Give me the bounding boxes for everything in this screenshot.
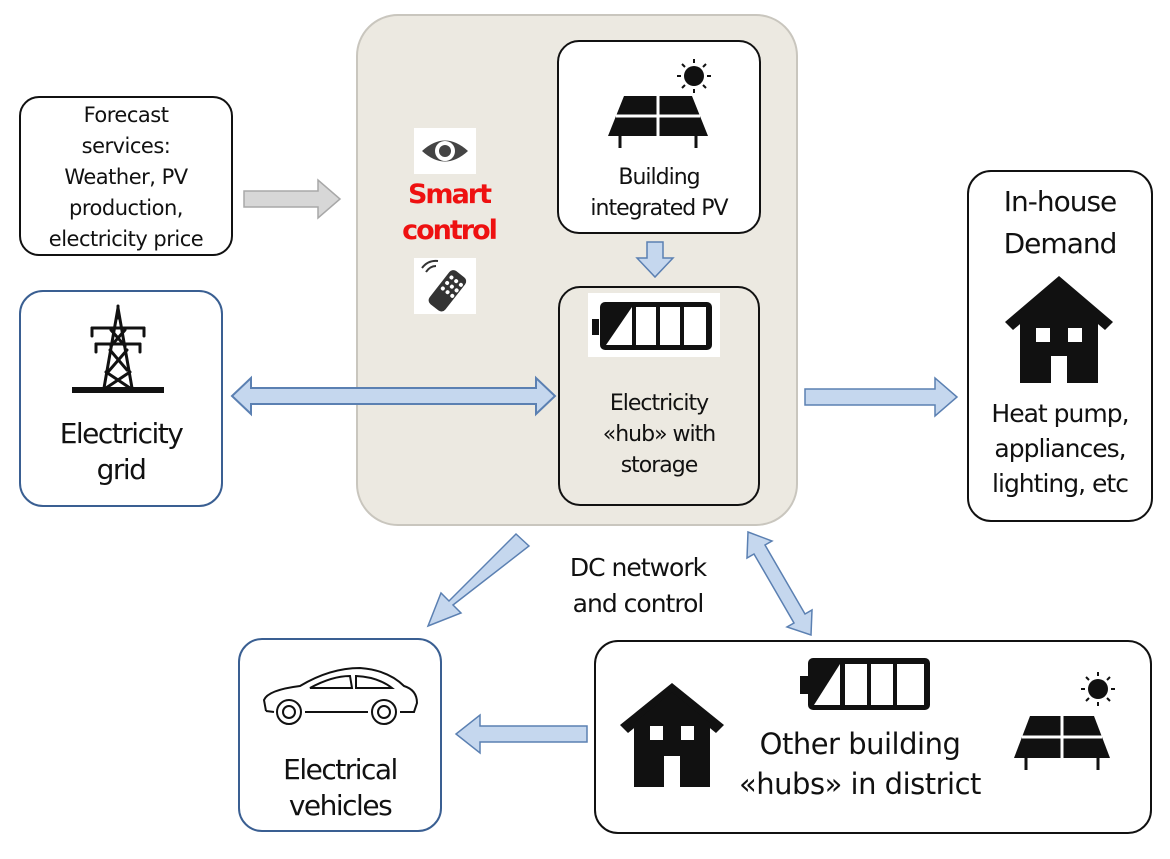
sun-icon — [677, 59, 711, 93]
solar-panel-icon — [1014, 716, 1110, 770]
electrical-vehicles-label: Electrical vehicles — [283, 753, 398, 822]
in-house-demand-title: In-house Demand — [1003, 185, 1118, 260]
sun-icon — [1081, 672, 1115, 706]
forecast-services-box — [19, 96, 233, 256]
solar-panel-icon — [598, 56, 722, 154]
battery-icon — [800, 658, 930, 710]
forecast-arrow — [243, 178, 342, 220]
dc-network-label: DC network and control — [569, 553, 707, 618]
forecast-services-label: Forecast services: Weather, PV productio… — [48, 103, 204, 251]
electricity-grid-label: Electricity grid — [59, 417, 184, 486]
other-hubs-to-ev-arrow — [454, 713, 588, 755]
battery-icon — [588, 293, 720, 357]
eye-icon — [414, 128, 476, 174]
hub-other-hubs-arrow — [746, 530, 813, 637]
other-hubs-label: Other building «hubs» in district — [739, 727, 981, 801]
in-house-demand-details: Heat pump, appliances, lighting, etc — [991, 399, 1129, 498]
electricity-hub-label: Electricity «hub» with storage — [602, 391, 716, 478]
grid-hub-arrow — [230, 375, 557, 417]
pv-to-hub-arrow — [635, 241, 675, 279]
building-pv-label: Building integrated PV — [590, 165, 728, 221]
remote-control-icon — [414, 258, 476, 314]
hub-to-demand-arrow — [804, 376, 959, 418]
smart-control-label: Smart control — [402, 179, 498, 246]
house-icon — [620, 683, 724, 787]
hub-to-ev-arrow — [426, 532, 531, 628]
